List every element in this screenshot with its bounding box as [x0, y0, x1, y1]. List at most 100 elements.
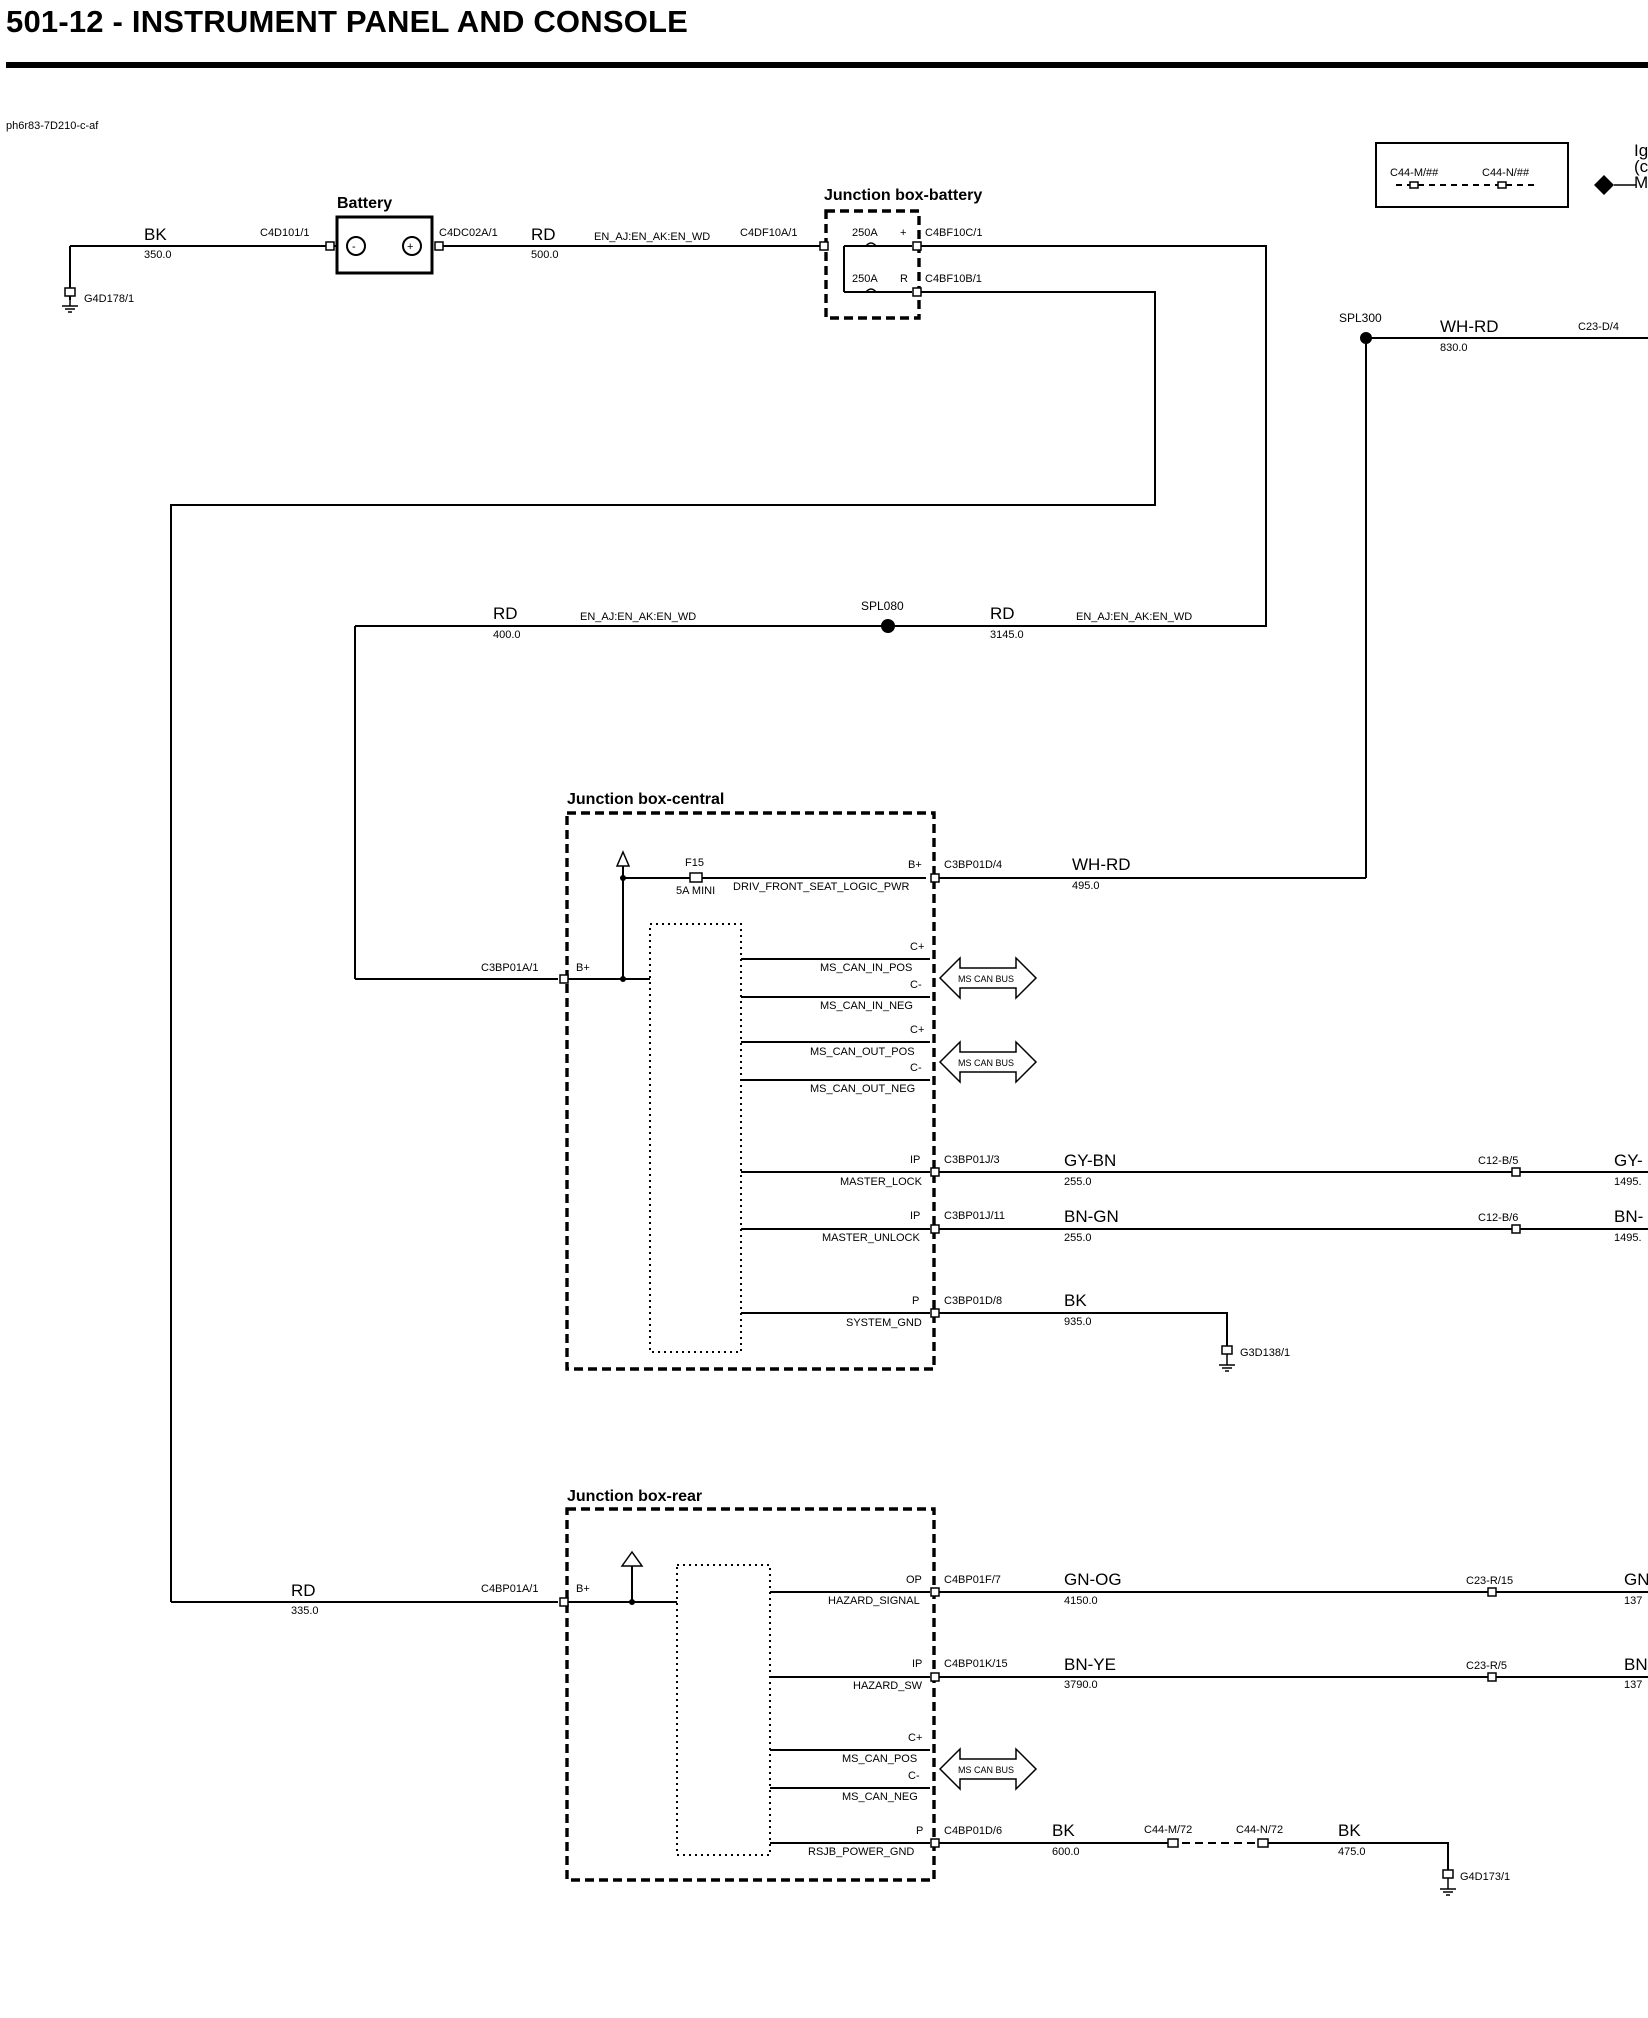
edge-text-3: M: [1634, 173, 1648, 192]
rear-can-pos-signal: MS_CAN_POS: [842, 1753, 917, 1765]
spl080-right-code: EN_AJ:EN_AK:EN_WD: [1076, 611, 1192, 623]
legend-right-label: C44-N/##: [1482, 167, 1530, 179]
ground-icon: [1440, 1869, 1456, 1896]
rear-can-neg-signal: MS_CAN_NEG: [842, 1791, 918, 1803]
module-outline: [649, 923, 742, 1353]
hazard-signal-connector: C4BP01F/7: [944, 1574, 1001, 1586]
jb-battery-pin2: R: [900, 273, 908, 285]
ground-icon: [62, 287, 78, 313]
bplus-connector: C3BP01D/4: [944, 859, 1002, 871]
rear-in-connector: C4BP01A/1: [481, 1583, 538, 1595]
unlock-size: 255.0: [1064, 1232, 1092, 1244]
legend-left-label: C44-M/##: [1390, 167, 1439, 179]
hazard-signal-far-connector: C23-R/15: [1466, 1575, 1513, 1587]
hazard-sw-pin: IP: [912, 1658, 922, 1670]
module-outline: [676, 1564, 771, 1856]
spl080-right-color: RD: [990, 604, 1015, 623]
bplus-pin: B+: [908, 859, 922, 871]
gnd-size: 935.0: [1064, 1316, 1092, 1328]
power-gnd-connector: C4BP01D/6: [944, 1825, 1002, 1837]
spl080-left-size: 400.0: [493, 629, 521, 641]
fuse-name: F15: [685, 857, 704, 869]
jb-central-in-pin: B+: [576, 962, 590, 974]
hazard-signal-pin: OP: [906, 1574, 922, 1586]
hazard-sw-far-connector: C23-R/5: [1466, 1660, 1507, 1672]
gnd-signal: SYSTEM_GND: [846, 1317, 922, 1329]
rear-in-pin: B+: [576, 1583, 590, 1595]
jb-central-in-connector: C3BP01A/1: [481, 962, 538, 974]
jb-battery-out-connector2: C4BF10B/1: [925, 273, 982, 285]
rear-feed-size: 335.0: [291, 1605, 319, 1617]
edge-text-1: Ig: [1634, 141, 1648, 160]
can1-pos-pin: C+: [910, 941, 924, 953]
power-gnd-color: BK: [1052, 1821, 1075, 1840]
unlock-signal: MASTER_UNLOCK: [822, 1232, 920, 1244]
rear-can-pos-pin: C+: [908, 1732, 922, 1744]
battery-ground-label: G4D178/1: [84, 293, 134, 305]
lock-edge-color: GY-: [1614, 1151, 1643, 1170]
hazard-sw-connector: C4BP01K/15: [944, 1658, 1008, 1670]
hazard-signal-size: 4150.0: [1064, 1595, 1098, 1607]
hazard-sw-color: BN-YE: [1064, 1655, 1116, 1674]
hazard-signal-color: GN-OG: [1064, 1570, 1122, 1589]
battery-section: G4D178/1 BK 350.0 C4D101/1 - + Battery C…: [62, 195, 822, 313]
hazard-signal-signal: HAZARD_SIGNAL: [828, 1595, 920, 1607]
power-gnd-ground-label: G4D173/1: [1460, 1871, 1510, 1883]
hazard-signal-edge-size: 137: [1624, 1595, 1642, 1607]
lock-connector: C3BP01J/3: [944, 1154, 1000, 1166]
spl080-left-color: RD: [493, 604, 518, 623]
power-gnd-size2: 475.0: [1338, 1846, 1366, 1858]
unlock-pin: IP: [910, 1210, 920, 1222]
can1-neg-pin: C-: [910, 979, 922, 991]
power-gnd-pin: P: [916, 1825, 923, 1837]
can-bus-arrow-icon: [938, 956, 1038, 1000]
spl300-label: SPL300: [1339, 311, 1382, 325]
battery-left-wire-size: 350.0: [144, 249, 172, 261]
lock-size: 255.0: [1064, 1176, 1092, 1188]
bplus-size: 495.0: [1072, 880, 1100, 892]
unlock-connector: C3BP01J/11: [944, 1210, 1005, 1222]
can2-neg-signal: MS_CAN_OUT_NEG: [810, 1083, 915, 1095]
lock-pin: IP: [910, 1154, 920, 1166]
gnd-color: BK: [1064, 1291, 1087, 1310]
power-gnd-signal: RSJB_POWER_GND: [808, 1846, 914, 1858]
page-title: 501-12 - INSTRUMENT PANEL AND CONSOLE: [6, 4, 689, 39]
wire-c4bf10b: [170, 291, 1156, 1602]
can1-bus-label: MS CAN BUS: [958, 974, 1014, 984]
lock-signal: MASTER_LOCK: [840, 1176, 923, 1188]
jb-battery-label: Junction box-battery: [824, 187, 982, 204]
rear-can-neg-pin: C-: [908, 1770, 920, 1782]
edge-text-2: (c: [1634, 157, 1648, 176]
bplus-color: WH-RD: [1072, 855, 1131, 874]
lock-color: GY-BN: [1064, 1151, 1116, 1170]
can1-neg-signal: MS_CAN_IN_NEG: [820, 1000, 913, 1012]
gnd-pin: P: [912, 1295, 919, 1307]
junction-box-rear: Junction box-rear RD 335.0 C4BP01A/1 B+ …: [171, 1488, 1648, 1896]
gnd-connector: C3BP01D/8: [944, 1295, 1002, 1307]
hazard-signal-edge-color: GN: [1624, 1570, 1648, 1589]
power-gnd-inline1: C44-M/72: [1144, 1824, 1192, 1836]
can-bus-arrow-icon: [938, 1040, 1038, 1084]
battery-left-wire-color: BK: [144, 225, 167, 244]
hazard-sw-edge-color: BN: [1624, 1655, 1648, 1674]
splice-point: [881, 619, 895, 633]
ground-icon: [1219, 1345, 1235, 1372]
power-gnd-size: 600.0: [1052, 1846, 1080, 1858]
gnd-ground-label: G3D138/1: [1240, 1347, 1290, 1359]
can1-pos-signal: MS_CAN_IN_POS: [820, 962, 912, 974]
title-rule: [6, 62, 1648, 68]
jb-battery-out-connector1: C4BF10C/1: [925, 227, 982, 239]
doc-ref: ph6r83-7D210-c-af: [6, 120, 99, 132]
battery-symbol: [335, 215, 434, 275]
wire-c4bf10c: [888, 245, 1267, 627]
can2-pos-signal: MS_CAN_OUT_POS: [810, 1046, 915, 1058]
battery-right-connector: C4DC02A/1: [439, 227, 498, 239]
bplus-signal: DRIV_FRONT_SEAT_LOGIC_PWR: [733, 881, 909, 893]
rear-can-bus-label: MS CAN BUS: [958, 1765, 1014, 1775]
jb-central-label: Junction box-central: [567, 791, 724, 808]
arrow-up-icon: [615, 850, 631, 867]
spl300-connector: C23-D/4: [1578, 321, 1619, 333]
spl300-wire-size: 830.0: [1440, 342, 1468, 354]
jb-battery-fuse2: 250A: [852, 273, 878, 285]
